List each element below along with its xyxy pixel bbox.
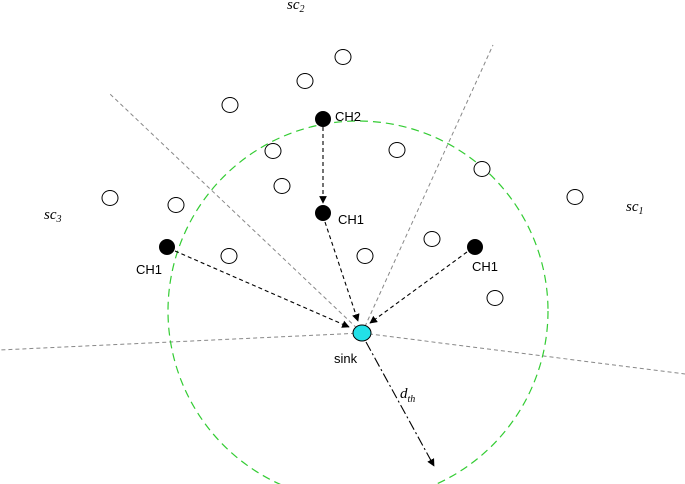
cluster-heads	[159, 111, 483, 255]
sensor-node	[423, 231, 441, 247]
sector-label-sub: 3	[56, 214, 62, 225]
sector-label-sc2: sc2	[287, 0, 305, 15]
sensor-node	[220, 248, 238, 264]
sensor-node	[221, 97, 239, 113]
sensor-node	[296, 73, 314, 89]
threshold-circle	[167, 120, 549, 484]
sector-boundary-line	[361, 332, 685, 375]
sector-label-sub: 2	[300, 4, 305, 15]
cluster-head-node	[159, 239, 175, 255]
sink-label: sink	[334, 351, 358, 366]
threshold-label-main: d	[400, 386, 408, 402]
sink-node	[352, 324, 372, 342]
cluster-head-node	[467, 239, 483, 255]
sensor-node	[566, 189, 584, 205]
sector-label-sc3: sc3	[44, 207, 62, 225]
cluster-head-label: CH1	[136, 262, 162, 277]
sensor-node	[167, 197, 185, 213]
sector-boundaries	[0, 44, 685, 375]
sector-label-main: sc	[626, 199, 639, 215]
sensor-node	[356, 248, 374, 264]
sensor-node	[473, 161, 491, 177]
cluster-head-label: CH2	[335, 109, 361, 124]
arrow-ch1-left-to-sink	[174, 250, 350, 328]
sector-boundary-line	[0, 332, 363, 351]
sector-label-sub: 1	[639, 206, 644, 217]
threshold-label: dth	[400, 386, 415, 405]
cluster-head-label: CH1	[338, 212, 364, 227]
sensor-node	[388, 142, 406, 158]
sensor-node	[486, 290, 504, 306]
sector-boundary-line	[109, 93, 363, 334]
cluster-head-node	[315, 111, 331, 127]
sensor-node	[273, 178, 291, 194]
sensor-node	[264, 143, 282, 159]
arrow-ch1-right-to-sink	[369, 251, 468, 324]
threshold-label-sub: th	[408, 394, 416, 405]
cluster-head-node	[315, 205, 331, 221]
arrow-ch1-center-to-sink	[324, 221, 360, 322]
cluster-head-label: CH1	[472, 259, 498, 274]
sector-boundary-line	[361, 44, 494, 334]
data-flow-arrows	[174, 127, 468, 467]
threshold-radius-arrow	[365, 341, 435, 467]
sensor-node	[334, 49, 352, 65]
sector-label-main: sc	[44, 207, 57, 223]
sensor-nodes	[101, 49, 584, 306]
sector-label-main: sc	[287, 0, 300, 13]
sector-label-sc1: sc1	[626, 199, 644, 217]
sensor-node	[101, 190, 119, 206]
